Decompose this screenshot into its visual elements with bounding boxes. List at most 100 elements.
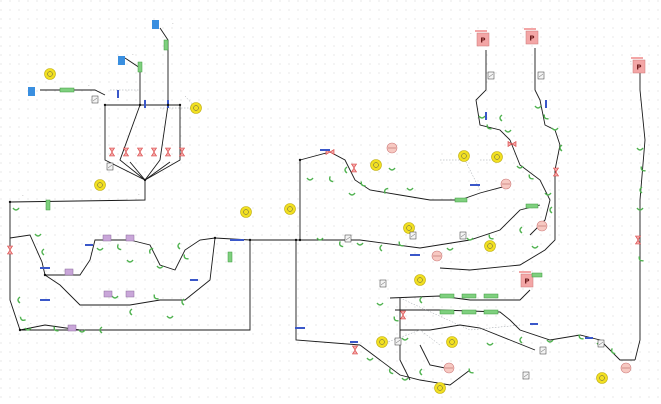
flow-meter-needle — [345, 236, 351, 241]
source-component[interactable] — [491, 151, 503, 163]
elbow-icon — [328, 176, 334, 183]
source-component[interactable] — [484, 240, 496, 252]
source-component[interactable] — [446, 336, 458, 348]
valve-icon — [552, 167, 560, 177]
source-component[interactable] — [376, 336, 388, 348]
source-component[interactable] — [190, 102, 202, 114]
pipe-segment — [359, 344, 471, 386]
valve-component[interactable] — [150, 147, 158, 157]
elbow-icon — [116, 244, 122, 251]
valve-component[interactable] — [351, 345, 359, 355]
source-component[interactable] — [94, 179, 106, 191]
pump-component[interactable]: P — [519, 271, 534, 288]
elbow-icon — [636, 207, 644, 211]
source-component[interactable] — [458, 150, 470, 162]
pipe-icon — [410, 254, 420, 256]
pipe-icon — [439, 309, 455, 315]
valve-component[interactable] — [634, 235, 642, 245]
source-component[interactable] — [403, 222, 415, 234]
source-component[interactable] — [44, 68, 56, 80]
component-label: – — [306, 229, 308, 233]
elbow-icon — [393, 316, 399, 322]
valve-component[interactable] — [507, 140, 517, 148]
source-component[interactable] — [284, 203, 296, 215]
pump-icon — [525, 30, 539, 45]
source-icon — [284, 203, 296, 215]
valve-component[interactable] — [6, 245, 14, 255]
elbow-icon — [398, 241, 404, 247]
valve-component[interactable] — [164, 147, 172, 157]
pump-component[interactable]: P — [475, 30, 490, 47]
pipe-segment — [439, 170, 556, 271]
pipe-segment — [129, 161, 146, 181]
elbow-icon — [468, 368, 474, 374]
pipe-segment — [129, 237, 216, 271]
heat-exchanger-icon[interactable] — [125, 290, 135, 298]
compressor-component[interactable] — [620, 362, 632, 374]
source-component[interactable] — [370, 159, 382, 171]
pipe-icon — [461, 293, 477, 299]
compressor-component[interactable] — [386, 142, 398, 154]
elbow-icon — [156, 265, 164, 269]
valve-component[interactable] — [108, 147, 116, 157]
component-label: – — [88, 83, 90, 87]
pipe-icon — [531, 272, 543, 278]
compressor-component[interactable] — [431, 250, 443, 262]
valve-icon — [122, 147, 130, 157]
pipe-icon — [483, 293, 499, 299]
valve-component[interactable] — [552, 167, 560, 177]
heat-exchanger-icon[interactable] — [102, 234, 112, 242]
compressor-component[interactable] — [500, 178, 512, 190]
source-ring — [487, 243, 493, 249]
pump-cap — [631, 57, 643, 59]
source-icon — [240, 206, 252, 218]
heat-exchanger-icon[interactable] — [64, 268, 74, 276]
elbow-icon — [338, 241, 344, 248]
source-component[interactable] — [434, 382, 446, 394]
valve-component[interactable] — [350, 163, 358, 173]
elbow-icon — [516, 165, 524, 169]
source-icon — [414, 274, 426, 286]
valve-component[interactable] — [399, 310, 407, 320]
elbow-icon — [99, 326, 103, 334]
elbow-icon — [543, 114, 549, 120]
source-ring — [373, 162, 379, 168]
source-icon — [44, 68, 56, 80]
source-icon — [376, 336, 388, 348]
pump-component[interactable]: P — [524, 28, 539, 45]
pipe-segment — [40, 89, 106, 96]
valve-component[interactable] — [122, 147, 130, 157]
pump-glyph: P — [636, 64, 641, 72]
valve-icon — [6, 245, 14, 255]
pipe-icon — [320, 149, 330, 151]
source-component[interactable] — [414, 274, 426, 286]
valve-component[interactable] — [178, 147, 186, 157]
source-ring — [47, 71, 53, 77]
compressor-component[interactable] — [443, 362, 455, 374]
compressor-component[interactable] — [536, 220, 548, 232]
heat-exchanger-icon[interactable] — [125, 234, 135, 242]
elbow-icon — [53, 326, 59, 332]
reservoir-icon[interactable] — [118, 56, 125, 65]
elbow-icon — [636, 147, 644, 151]
elbow-icon — [519, 226, 523, 234]
heat-exchanger-icon[interactable] — [103, 290, 113, 298]
pipe-icon — [485, 112, 487, 120]
source-component[interactable] — [596, 372, 608, 384]
valve-icon — [150, 147, 158, 157]
pipe-icon — [40, 267, 50, 269]
heat-exchanger-icon[interactable] — [67, 324, 77, 332]
source-ring — [97, 182, 103, 188]
reservoir-icon[interactable] — [152, 20, 159, 29]
reservoir-icon[interactable] — [28, 87, 35, 96]
junction-node — [178, 103, 182, 107]
valve-component[interactable] — [136, 147, 144, 157]
junction-node — [213, 236, 217, 240]
junction-node — [103, 103, 107, 107]
source-component[interactable] — [240, 206, 252, 218]
component-label: – — [30, 321, 32, 325]
elbow-icon — [306, 177, 314, 181]
elbow-icon — [488, 234, 494, 240]
pump-component[interactable]: P — [631, 57, 646, 74]
pipe-icon — [190, 279, 198, 281]
